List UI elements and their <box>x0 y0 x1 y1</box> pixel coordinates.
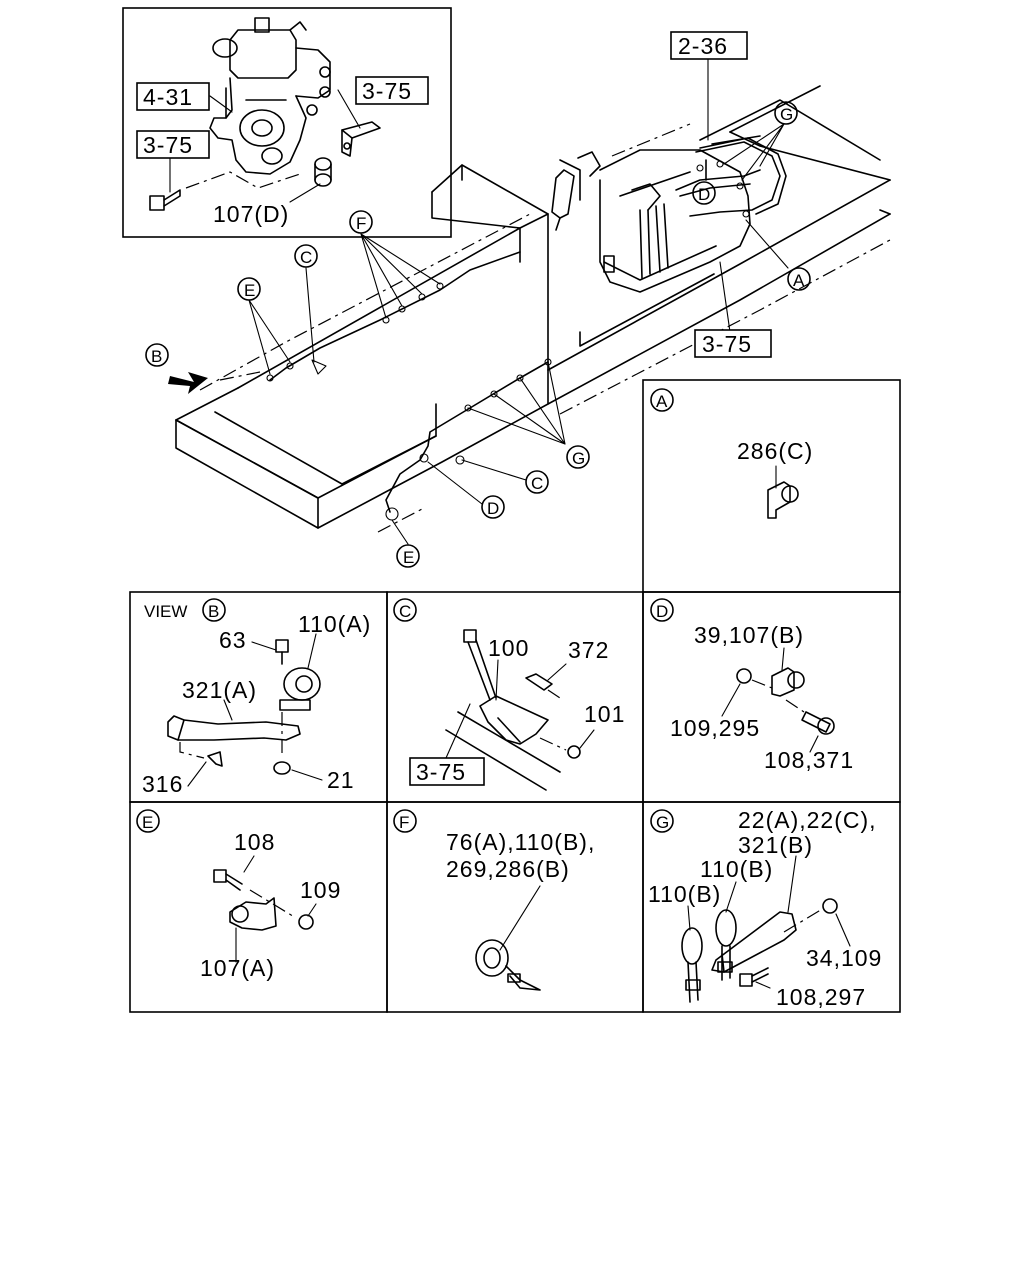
panel-b-part-4: 21 <box>327 767 355 793</box>
panel-f-part-0: 76(A),110(B), <box>446 829 595 855</box>
panel-f-tag: F <box>399 813 409 832</box>
bracket-321b-drawing <box>681 898 838 1003</box>
ref-box-3-75-panel-c <box>409 757 485 786</box>
harness-line-lower <box>385 361 549 513</box>
callout-leaders <box>248 57 789 545</box>
panel-f-part-1: 269,286(B) <box>446 856 570 882</box>
panel-e-tag: E <box>142 813 153 832</box>
bushing-drawing <box>314 157 332 187</box>
ref-box-3-75-main <box>694 329 772 358</box>
callouts: B C F E G C D E G D A <box>145 101 811 568</box>
ref-box-4-31 <box>136 82 210 111</box>
panel-d-part-0: 39,107(B) <box>694 622 804 648</box>
callout-b: B <box>151 347 162 366</box>
panel-g-part-2: 110(B) <box>700 856 773 882</box>
harness-line <box>269 251 521 381</box>
callout-c-top: C <box>300 248 312 267</box>
callout-e-bottom: E <box>403 548 414 567</box>
callout-d-bottom: D <box>487 499 499 518</box>
panel-b-part-2: 321(A) <box>182 677 257 703</box>
inset-pump-view: 4-31 3-75 3-75 107(D) <box>122 7 452 238</box>
frame-rail <box>175 85 891 529</box>
panel-g: G 22(A),22(C), 321(B) 110(B) 110(B) 34,1… <box>642 801 901 1013</box>
panel-b-part-0: 63 <box>219 627 247 653</box>
chassis-view: B C F E G C D E G D A 2-36 3-75 <box>145 31 891 568</box>
bracket-100-drawing <box>445 629 581 791</box>
ref-box-3-75-left <box>136 130 210 159</box>
clip-107b-drawing <box>736 667 835 735</box>
cable-tie-drawing <box>475 939 541 991</box>
bracket-321a-drawing <box>167 639 321 775</box>
panel-e: E 108 109 107(A) <box>129 801 388 1013</box>
panel-g-tag: G <box>656 813 669 832</box>
panel-d-part-2: 108,371 <box>764 747 854 773</box>
panel-a: A 286(C) <box>642 379 901 593</box>
panel-c: C 100 372 101 3-75 <box>386 591 644 803</box>
ref-3-75-top: 3-75 <box>362 78 412 104</box>
clip-points <box>266 160 750 521</box>
panel-d-part-1: 109,295 <box>670 715 760 741</box>
callout-c-bottom: C <box>531 474 543 493</box>
ref-3-75-main: 3-75 <box>702 331 752 357</box>
panel-g-part-5: 108,297 <box>776 984 866 1010</box>
part-107d: 107(D) <box>213 201 289 227</box>
ref-box-2-36 <box>670 31 748 60</box>
panel-d: D 39,107(B) 109,295 108,371 <box>642 591 901 803</box>
panel-g-part-4: 34,109 <box>806 945 882 971</box>
panel-e-part-2: 107(A) <box>200 955 275 981</box>
panel-g-part-0: 22(A),22(C), <box>738 807 877 833</box>
clip-107a-drawing <box>213 869 314 931</box>
ref-box-3-75-top <box>355 76 429 105</box>
panel-d-tag: D <box>656 602 668 621</box>
panel-e-part-1: 109 <box>300 877 341 903</box>
panel-c-part-2: 101 <box>584 701 625 727</box>
fuel-filter-assembly <box>551 135 787 279</box>
panel-f: F 76(A),110(B), 269,286(B) <box>386 801 644 1013</box>
panel-c-part-1: 372 <box>568 637 609 663</box>
panel-e-part-0: 108 <box>234 829 275 855</box>
clip-286c-drawing <box>767 481 799 519</box>
panel-b-view-label: VIEW <box>144 602 187 621</box>
panel-c-tag: C <box>399 602 411 621</box>
panel-c-ref: 3-75 <box>416 759 466 785</box>
bracket-drawing <box>341 121 381 157</box>
panel-b-part-1: 110(A) <box>298 611 371 637</box>
callout-g-bottom: G <box>572 449 585 468</box>
panel-c-part-0: 100 <box>488 635 529 661</box>
panel-b-part-3: 316 <box>142 771 183 797</box>
panel-g-part-3: 110(B) <box>648 881 721 907</box>
callout-g-top: G <box>780 105 793 124</box>
panel-g-part-1: 321(B) <box>738 832 813 858</box>
ref-3-75-left: 3-75 <box>143 132 193 158</box>
detail-panels: A 286(C) VIEW B 63 110(A) 321(A) 316 21 <box>129 379 901 1013</box>
panel-b: VIEW B 63 110(A) 321(A) 316 21 <box>129 591 388 803</box>
ref-2-36: 2-36 <box>678 33 728 59</box>
panel-a-part-0: 286(C) <box>737 438 813 464</box>
ref-4-31: 4-31 <box>143 84 193 110</box>
panel-a-tag: A <box>656 392 668 411</box>
view-direction-arrow <box>168 372 208 394</box>
fuel-tank <box>599 149 751 293</box>
callout-e-top: E <box>244 281 255 300</box>
callout-f: F <box>356 214 366 233</box>
callout-a: A <box>793 271 805 290</box>
bolt-drawing <box>149 189 181 211</box>
callout-d-top: D <box>698 185 710 204</box>
panel-b-tag: B <box>208 602 219 621</box>
injection-pump-drawing <box>209 17 331 175</box>
